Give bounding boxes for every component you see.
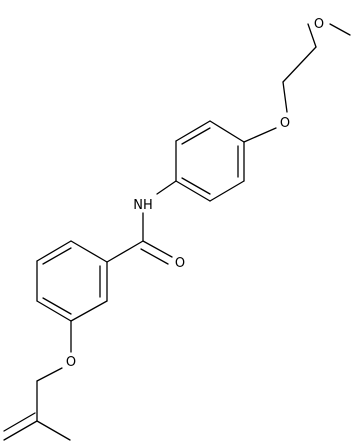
ether-oxygen-bottom-label: O [66,355,76,370]
bond-o-ch2 [307,23,317,48]
ring2-inner-3 [42,297,72,315]
ring-inner-2 [181,177,211,195]
bond-ring-n [156,180,177,195]
ring-inner-1 [181,127,211,145]
carbonyl-oxygen-label: O [175,256,185,271]
methallyloxy-chain [3,320,72,441]
bond-c-ch2-a [3,420,38,441]
ring-bond-4 [175,180,211,202]
amide-nh-label: NH [133,198,153,213]
bond-co-2 [140,248,169,265]
bond-ch2-ch2 [282,46,317,83]
bond-methyl [329,23,351,36]
ring-bond-1 [209,120,245,143]
methoxyethoxy-chain [282,23,351,113]
ring2-bond-5 [70,300,108,322]
methoxy-oxygen-label: O [314,17,324,32]
bond-c-ch3 [36,420,71,441]
bond-ch2-o [282,81,288,113]
bond-o-ch2-b [36,367,63,382]
ring2-bond-1 [70,240,108,263]
bond-carbonyl-ring [106,240,144,263]
bond-c-ch2-b [3,412,36,432]
amide-group [140,180,177,265]
benzoyl-ring [36,240,144,322]
anilide-ring [175,120,277,202]
ring2-bond-2 [36,240,72,262]
ring-bond-5 [209,180,245,202]
ether-oxygen-top-label: O [280,116,290,131]
ring2-bond-4 [36,300,72,322]
bond-co-1 [142,240,173,258]
ring2-inner-2 [42,247,72,265]
bond-o-ring [243,127,277,143]
ring-bond-2 [175,120,211,142]
